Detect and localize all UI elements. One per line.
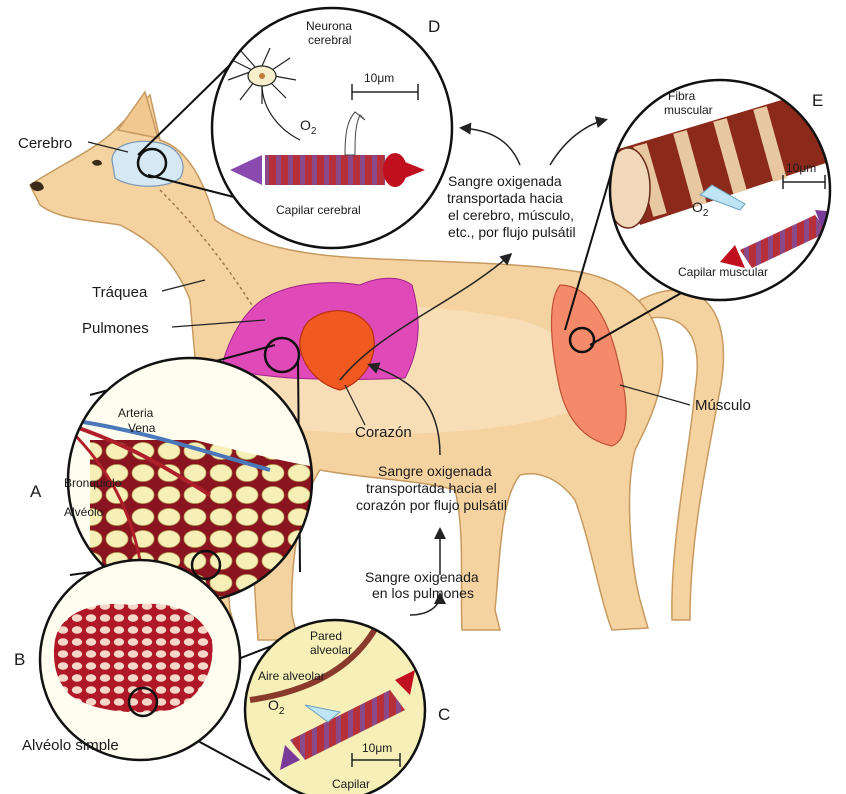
arrow-to-brain — [462, 128, 520, 165]
label-corazon: Corazón — [355, 424, 412, 441]
label-fibra-1: Fibra — [668, 89, 696, 103]
label-scale-d: 10μm — [364, 71, 394, 85]
label-capilar-muscular: Capilar muscular — [678, 265, 768, 279]
caption-pulmones-1: Sangre oxigenada — [365, 569, 479, 585]
label-neurona-1: Neurona — [306, 19, 352, 33]
letter-c: C — [438, 705, 450, 724]
label-alveolo: Alvéolo — [64, 505, 104, 519]
label-scale-e: 10μm — [786, 161, 816, 175]
label-cerebro: Cerebro — [18, 135, 72, 152]
label-neurona-2: cerebral — [308, 33, 351, 47]
caption-corazon-1: Sangre oxigenada — [378, 463, 492, 479]
caption-corazon-2: transportada hacia el — [366, 480, 497, 496]
caption-cerebro-4: etc., por flujo pulsátil — [448, 224, 576, 240]
label-musculo: Músculo — [695, 397, 751, 414]
label-pared-1: Pared — [310, 629, 342, 643]
label-alveolo-simple: Alvéolo simple — [22, 737, 119, 754]
letter-a: A — [30, 482, 42, 501]
label-aire-alveolar: Aire alveolar — [258, 669, 325, 683]
caption-cerebro-1: Sangre oxigenada — [448, 173, 562, 189]
label-bronquiolo: Bronquiolo — [64, 476, 122, 490]
label-arteria: Arteria — [118, 406, 154, 420]
caption-corazon-3: corazón por flujo pulsátil — [356, 497, 507, 513]
label-traquea: Tráquea — [92, 284, 148, 301]
arrow-to-muscle — [550, 120, 605, 165]
dog-ear — [118, 92, 158, 138]
letter-d: D — [428, 17, 440, 36]
letter-e: E — [812, 91, 823, 110]
letter-b: B — [14, 650, 25, 669]
label-capilar: Capilar — [332, 777, 370, 791]
dog-brain — [112, 141, 183, 186]
panel-b-alveolus-zoom — [40, 560, 240, 760]
label-scale-c: 10μm — [362, 741, 392, 755]
label-capilar-cerebral: Capilar cerebral — [276, 203, 361, 217]
label-fibra-2: muscular — [664, 103, 713, 117]
label-pulmones: Pulmones — [82, 320, 149, 337]
caption-cerebro-3: el cerebro, músculo, — [448, 207, 574, 223]
caption-pulmones-2: en los pulmones — [372, 585, 474, 601]
caption-cerebro-2: transportada hacia — [447, 190, 563, 206]
label-pared-2: alveolar — [310, 643, 352, 657]
label-vena: Vena — [128, 421, 156, 435]
